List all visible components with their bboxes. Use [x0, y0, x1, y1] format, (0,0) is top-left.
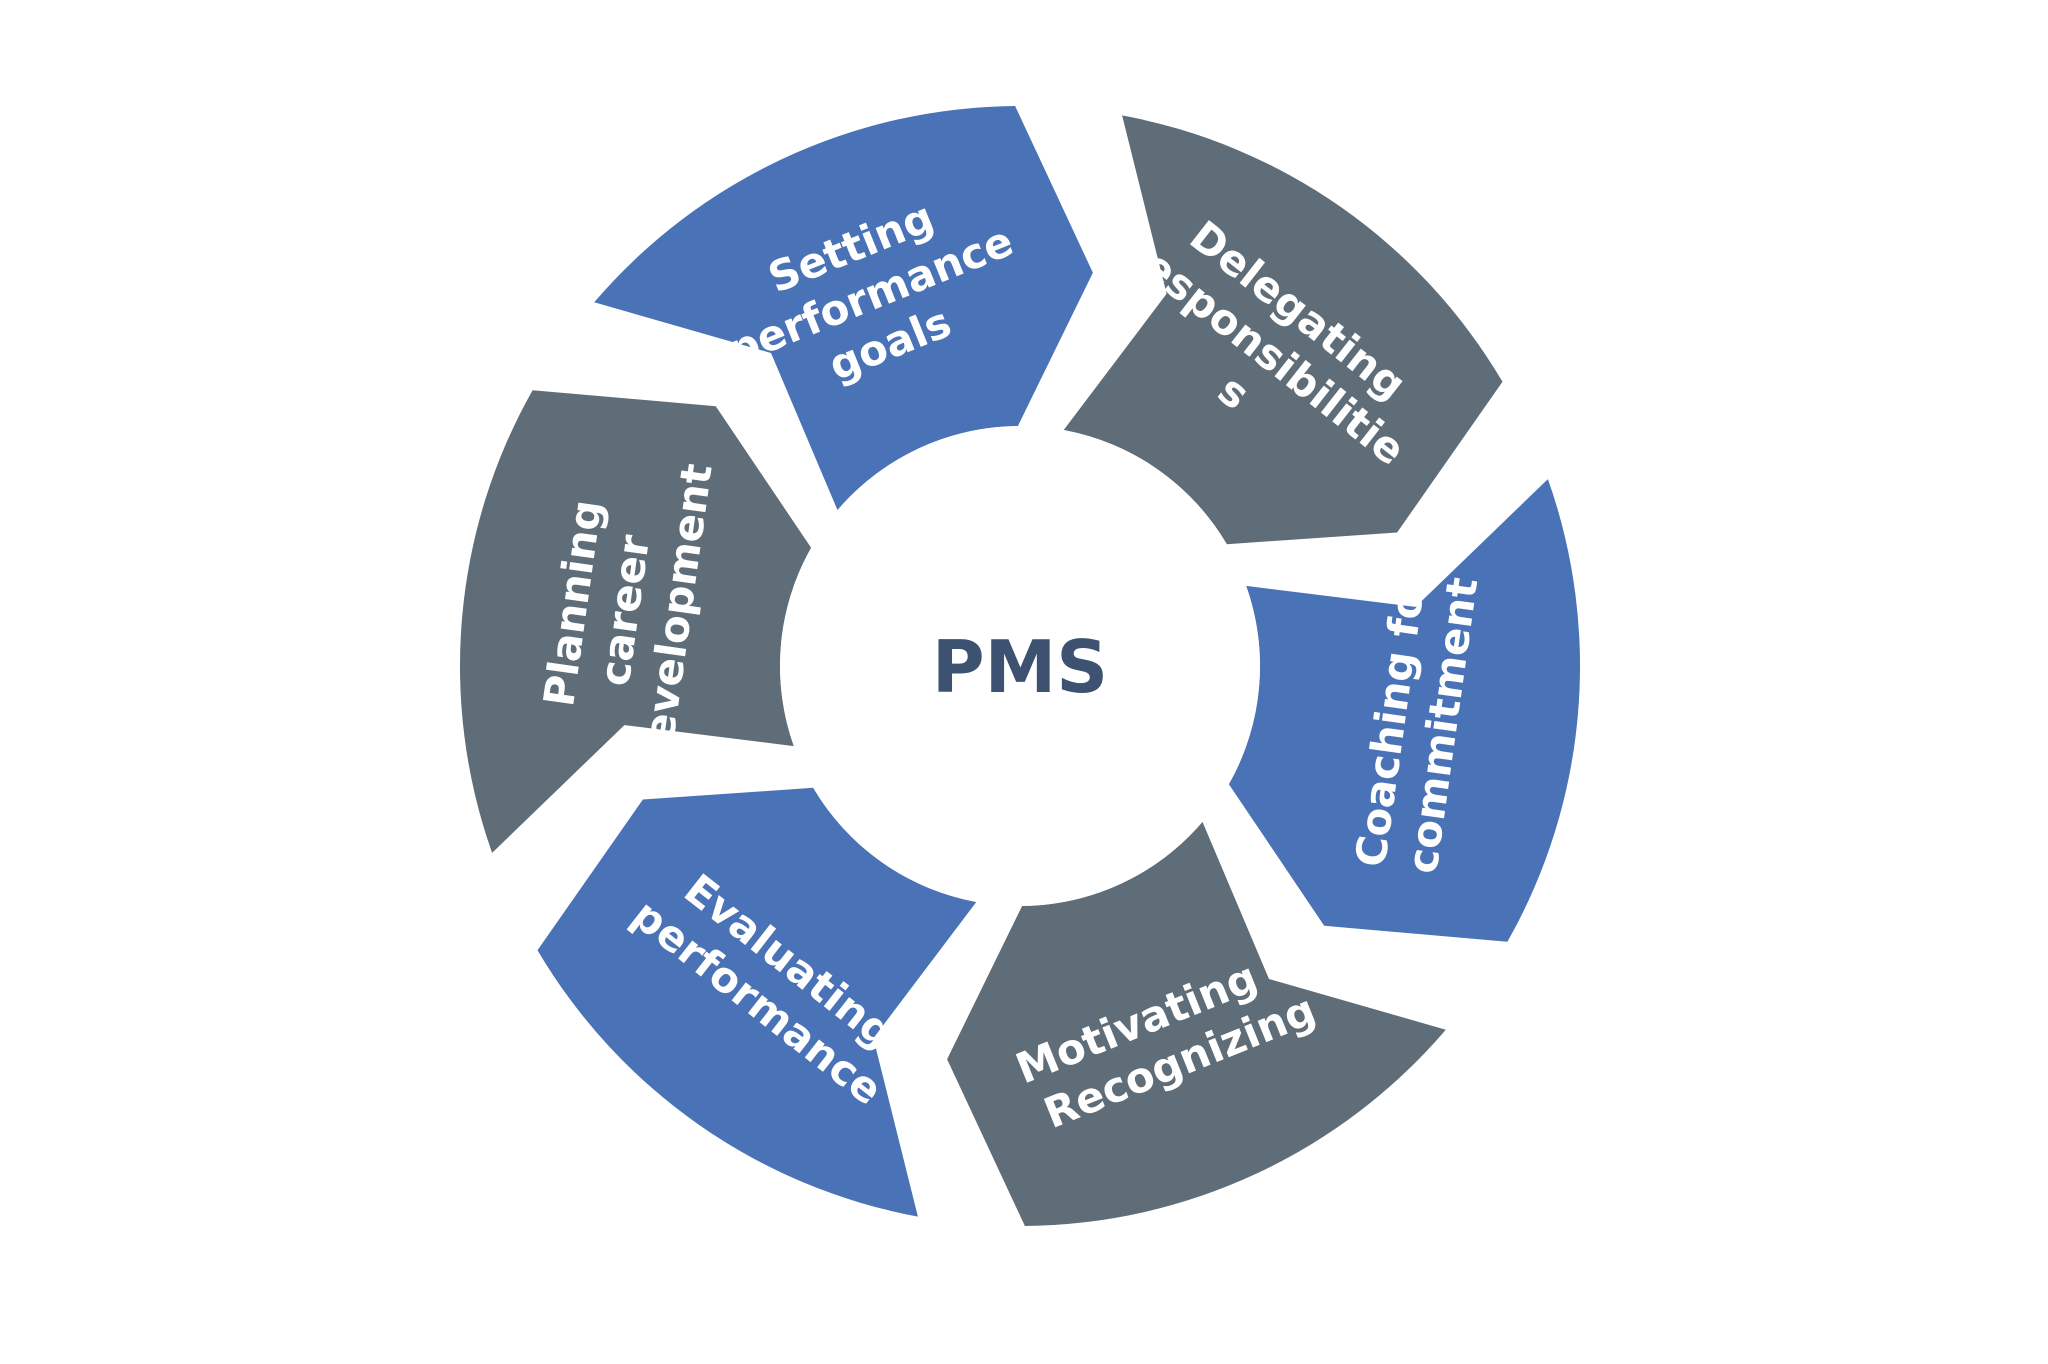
segment-evaluating-performance	[537, 787, 977, 1217]
center-label: PMS	[932, 625, 1108, 709]
segment-setting-performance-goals	[594, 106, 1093, 511]
center-hub	[780, 426, 1260, 906]
segment-coaching-for-commitment	[1228, 479, 1581, 942]
segment-motivating-recognizing	[947, 821, 1446, 1226]
segment-delegating-responsibilities	[1063, 115, 1503, 545]
segment-planning-career-development	[459, 390, 812, 853]
